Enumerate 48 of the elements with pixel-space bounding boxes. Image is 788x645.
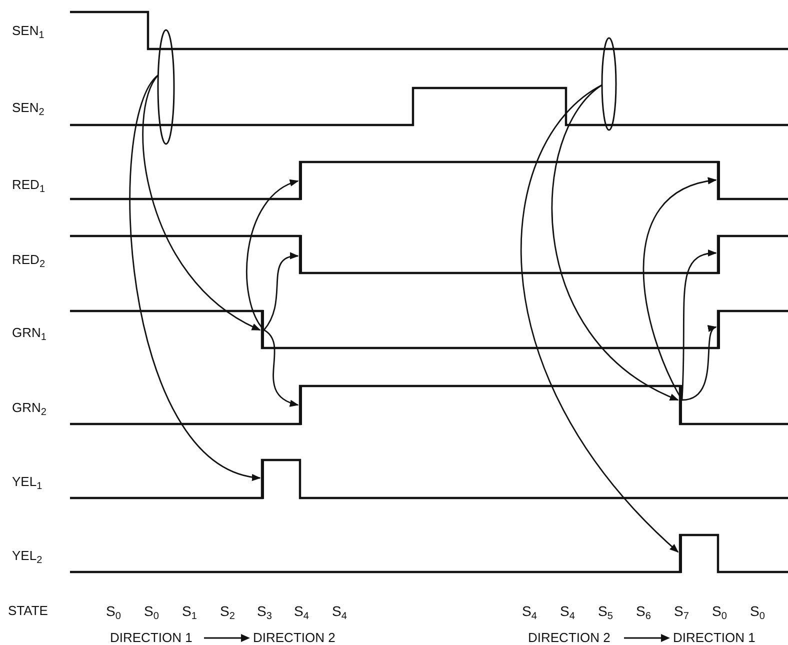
signal-label: GRN$_{1}$ (12, 325, 46, 341)
arrow (263, 253, 299, 330)
state-label: S$_{4}$ (560, 603, 575, 619)
state-label: S$_{0}$ (750, 603, 765, 619)
direction-label: DIRECTION 2 (253, 630, 336, 645)
arrow (142, 74, 261, 331)
signal-label: RED$_{2}$ (12, 252, 46, 268)
state-label: S$_{4}$ (294, 603, 309, 619)
signal-transition (298, 235, 302, 274)
state-label: S$_{3}$ (257, 603, 272, 619)
signal-transition (678, 534, 682, 573)
signal-label: GRN$_{2}$ (12, 400, 46, 416)
state-label: S$_{0}$ (144, 603, 159, 619)
signal-transition (716, 161, 720, 200)
row-heading: STATE (8, 603, 48, 619)
arrow (681, 250, 717, 400)
signal-transition (678, 385, 682, 425)
grouping-ellipse (601, 37, 617, 131)
signal-label: RED$_{1}$ (12, 177, 46, 193)
direction-label: DIRECTION 1 (110, 630, 192, 645)
state-label: S$_{1}$ (182, 603, 197, 619)
state-label: S$_{0}$ (712, 603, 727, 619)
state-label: S$_{7}$ (674, 603, 689, 619)
state-label: S$_{2}$ (220, 603, 235, 619)
signal-label: SEN$_{2}$ (12, 100, 44, 116)
state-label: S$_{0}$ (106, 603, 121, 619)
arrow (551, 84, 679, 401)
grouping-ellipse (157, 29, 175, 145)
arrow (521, 84, 679, 553)
signal-transition (298, 385, 302, 425)
signal-label: YEL$_{2}$ (12, 548, 42, 564)
arrow (682, 326, 717, 401)
state-label: S$_{6}$ (636, 603, 651, 619)
arrow (264, 329, 299, 406)
signal-transition (716, 310, 720, 349)
direction-label: DIRECTION 1 (673, 630, 756, 645)
arrow (246, 180, 299, 330)
signal-transition (260, 310, 264, 349)
signal-label: YEL$_{1}$ (12, 474, 42, 490)
signal-transition (260, 459, 264, 499)
state-label: S$_{4}$ (332, 603, 347, 619)
arrow (129, 74, 261, 480)
signal-transition (716, 235, 720, 274)
state-label: S$_{4}$ (522, 603, 537, 619)
state-label: S$_{5}$ (598, 603, 613, 619)
signal-transition (298, 161, 302, 200)
direction-label: DIRECTION 2 (528, 630, 610, 645)
signal-label: SEN$_{1}$ (12, 23, 44, 39)
